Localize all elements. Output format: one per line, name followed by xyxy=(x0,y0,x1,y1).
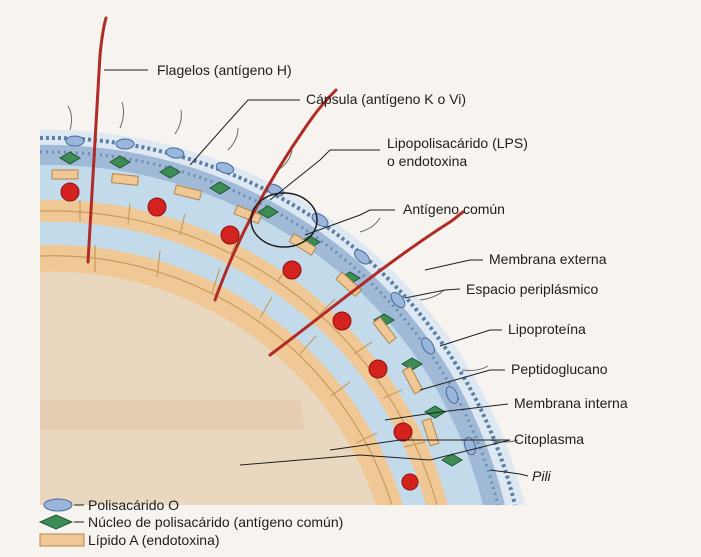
legend-lipido-a: Lípido A (endotoxina) xyxy=(88,532,220,548)
label-peptidoglucano: Peptidoglucano xyxy=(511,361,608,377)
label-lipoproteina: Lipoproteína xyxy=(508,321,586,337)
label-lps-line1: Lipopolisacárido (LPS) xyxy=(387,135,528,151)
label-capsula: Cápsula (antígeno K o Vi) xyxy=(306,91,466,107)
label-membrana-externa: Membrana externa xyxy=(489,251,607,267)
label-lps-line2: o endotoxina xyxy=(387,153,467,169)
legend-polisacarido-o: Polisacárido O xyxy=(88,497,179,513)
label-citoplasma: Citoplasma xyxy=(514,431,584,447)
label-antigeno-comun: Antígeno común xyxy=(403,201,505,217)
legend-nucleo-polisacarido: Núcleo de polisacárido (antígeno común) xyxy=(88,514,343,530)
label-espacio-periplasmico: Espacio periplásmico xyxy=(466,281,598,297)
legend-rect-swatch xyxy=(40,534,84,546)
label-pili: Pili xyxy=(532,468,552,484)
label-membrana-interna: Membrana interna xyxy=(514,395,628,411)
label-flagelos: Flagelos (antígeno H) xyxy=(157,62,292,78)
legend-oval-swatch xyxy=(44,499,72,511)
cytoplasm-shade xyxy=(40,400,305,430)
legend-diamond-swatch xyxy=(40,515,72,529)
